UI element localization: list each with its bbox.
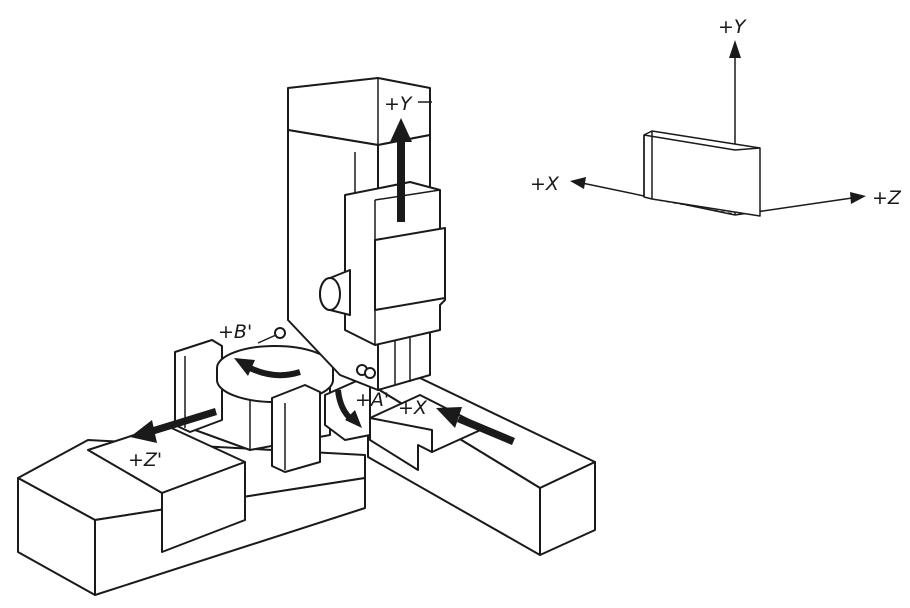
machine-x-label: +X (398, 397, 428, 419)
b-rotation-arrow (234, 358, 301, 379)
machine-b-label: +B' (218, 321, 252, 343)
ref-z-label: +Z (872, 187, 902, 209)
trunnion-knob-a2 (364, 367, 376, 379)
machine-z-label: +Z' (128, 449, 162, 471)
ref-z-arrowhead (850, 192, 866, 204)
ref-y-arrowhead (729, 40, 741, 58)
a-rotation-arrow (335, 389, 362, 428)
y-motion-arrow (390, 118, 412, 222)
z-motion-arrow (130, 408, 217, 443)
z-bed (17, 424, 366, 596)
ref-x-label: +X (530, 173, 560, 195)
spindle-head (319, 181, 446, 346)
machine-a-label: +A' (355, 389, 389, 411)
ref-x-arrowhead (570, 177, 586, 189)
machine-y-label: +Y (384, 93, 413, 115)
reference-box (643, 130, 761, 217)
reference-coordinate-system: +Y +X +Z (530, 16, 902, 217)
machine: +Y +B' +A' +X +Z' (17, 77, 596, 596)
left-upright (174, 339, 223, 433)
trunnion-knob-b (274, 327, 286, 339)
ref-y-label: +Y (718, 16, 747, 38)
x-motion-arrow (436, 407, 515, 445)
